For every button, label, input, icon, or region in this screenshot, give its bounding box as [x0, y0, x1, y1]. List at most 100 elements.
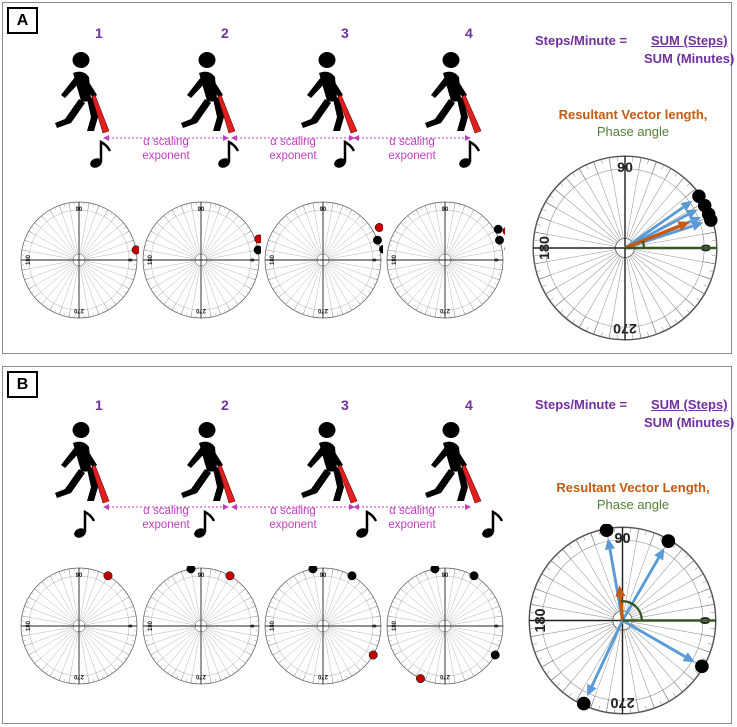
walking-figure [177, 51, 241, 135]
scaling-label-line1: α scaling [143, 505, 189, 517]
previous-step-dot [493, 224, 503, 234]
scaling-label-line2: exponent [142, 150, 190, 162]
scaling-arrow [353, 129, 471, 141]
walking-person-icon [425, 422, 482, 504]
step-number-1: 1 [95, 25, 103, 41]
protractor-label: 90 [198, 207, 205, 213]
protractor-label: 180 [26, 620, 32, 631]
step-vector-arrow [621, 548, 665, 622]
formula-lhs: Steps/Minute = [535, 33, 628, 48]
music-note-icon [334, 139, 356, 168]
protractor-label: 180 [533, 608, 549, 632]
current-step-dot [374, 223, 384, 232]
previous-step-dot [347, 571, 357, 581]
step-vector-arrow [587, 619, 624, 697]
scaling-label-line2: exponent [269, 150, 317, 162]
walking-figure [297, 421, 361, 505]
formula-denominator: SUM (Minutes) [644, 415, 735, 430]
walking-person-icon [425, 52, 482, 134]
scaling-label-line1: α scaling [270, 136, 316, 148]
current-step-dot [502, 226, 512, 236]
music-note [193, 509, 217, 539]
walking-figure [51, 421, 115, 505]
protractor-label: 270 [439, 307, 450, 313]
double-arrow-icon [231, 504, 355, 510]
protractor-label: 90 [617, 160, 633, 176]
scaling-arrow [353, 498, 471, 510]
previous-step-dot [469, 571, 479, 581]
scaling-label-line2: exponent [388, 150, 436, 162]
protractor-label: 270 [613, 320, 637, 336]
current-step-dot [131, 245, 141, 255]
step-number-4: 4 [465, 25, 473, 41]
music-note [481, 509, 505, 539]
previous-step-dot [253, 245, 263, 255]
walking-person-icon [55, 52, 110, 134]
previous-step-dot [490, 650, 500, 660]
walking-figure [421, 51, 485, 135]
step-vector-arrow [624, 200, 693, 250]
protractor-label: 270 [439, 673, 450, 679]
previous-step-dot [373, 235, 382, 245]
current-step-dot [368, 650, 378, 660]
protractor-label: 180 [270, 254, 276, 265]
panel-label: B [7, 371, 38, 398]
protractor-label: 270 [73, 673, 84, 679]
walking-person-icon [181, 422, 236, 504]
phase-angle-label: Phase angle [596, 124, 670, 139]
steps-per-minute-formula: Steps/Minute = SUM (Steps) SUM (Minutes) [535, 397, 734, 433]
protractor-label: 270 [317, 307, 328, 313]
double-arrow-icon [103, 504, 229, 510]
walking-figure [51, 51, 115, 135]
protractor-label: 180 [270, 620, 276, 631]
step-dot [661, 534, 676, 548]
music-note-icon [74, 509, 96, 538]
step-number-1: 1 [95, 397, 103, 413]
step-number-4: 4 [465, 397, 473, 413]
protractor-label: 270 [73, 307, 84, 313]
music-note-icon [90, 139, 112, 168]
music-note-icon [218, 139, 240, 168]
step-dot [599, 523, 614, 538]
protractor-label: 180 [537, 236, 553, 260]
previous-step-dot [495, 235, 504, 245]
protractor-label: 0 [248, 258, 254, 262]
scaling-label: α scaling exponent [375, 135, 449, 163]
double-arrow-icon [231, 135, 355, 141]
protractor-label: 0 [492, 624, 498, 628]
music-note [355, 509, 379, 539]
step-vector-arrow [621, 619, 695, 663]
protractor-label: 90 [442, 573, 449, 579]
protractor-label: 180 [26, 254, 32, 265]
scaling-label-line1: α scaling [389, 136, 435, 148]
step-dot [704, 213, 718, 227]
resultant-vector-label: Resultant Vector Length [556, 480, 706, 495]
protractor-label: 270 [610, 694, 634, 710]
music-note-icon [194, 509, 216, 538]
phase-angle-label: Phase angle [596, 497, 670, 512]
protractor-label: 90 [614, 531, 630, 547]
music-note [73, 509, 97, 539]
protractor-label: 0 [492, 258, 498, 262]
steps-per-minute-formula: Steps/Minute = SUM (Steps) SUM (Minutes) [535, 33, 734, 69]
resultant-vector-title: Resultant Vector length, Phase angle [543, 106, 723, 140]
protractor-label: 0 [126, 624, 132, 628]
step-number-3: 3 [341, 397, 349, 413]
scaling-arrow [103, 498, 229, 510]
double-arrow-icon [353, 504, 471, 510]
formula-numerator: SUM (Steps) [651, 397, 728, 412]
panel-label: A [7, 7, 38, 34]
walking-figure [297, 51, 361, 135]
protractor-label: 270 [195, 673, 206, 679]
phase-angle-arc [620, 600, 643, 621]
